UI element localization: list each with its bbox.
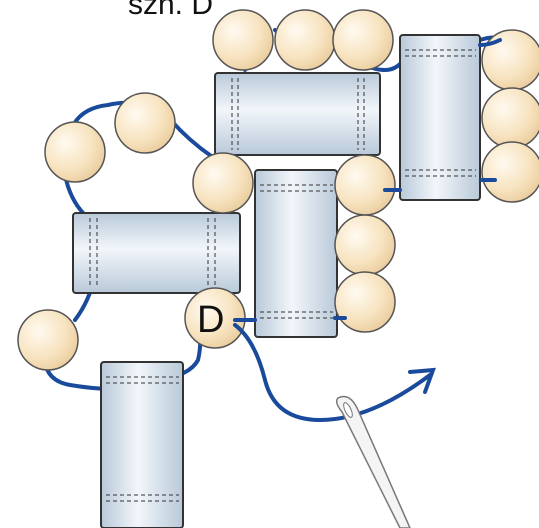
thread-exit-d [233,323,432,423]
bead-left-lower [17,309,79,371]
bead-arc-3 [192,152,254,214]
tube-top-right [399,34,481,201]
bead-top-3 [332,9,394,71]
bead-right-3 [481,141,539,203]
beads [17,9,539,371]
tube-center-vertical [254,169,338,338]
bead-top-2 [274,9,336,71]
bead-arc-1 [44,121,106,183]
tube-bottom-vertical [100,361,184,528]
thread-front [233,38,502,423]
bead-right-2 [481,87,539,149]
thread-arrow-head [408,367,436,394]
bead-d-label: D [197,299,224,341]
bead-mid-2 [334,214,396,276]
bead-arc-2 [114,92,176,154]
figure-title: szn. D [128,0,214,21]
bead-mid-3 [334,271,396,333]
bead-mid-1 [334,154,396,216]
tube-left-middle [72,212,241,294]
tube-top-middle [214,72,381,156]
thread-top-link [478,38,502,182]
needle-icon [335,395,411,528]
bead-right-1 [481,29,539,91]
thread-mid-link [233,188,402,322]
bead-top-1 [212,9,274,71]
